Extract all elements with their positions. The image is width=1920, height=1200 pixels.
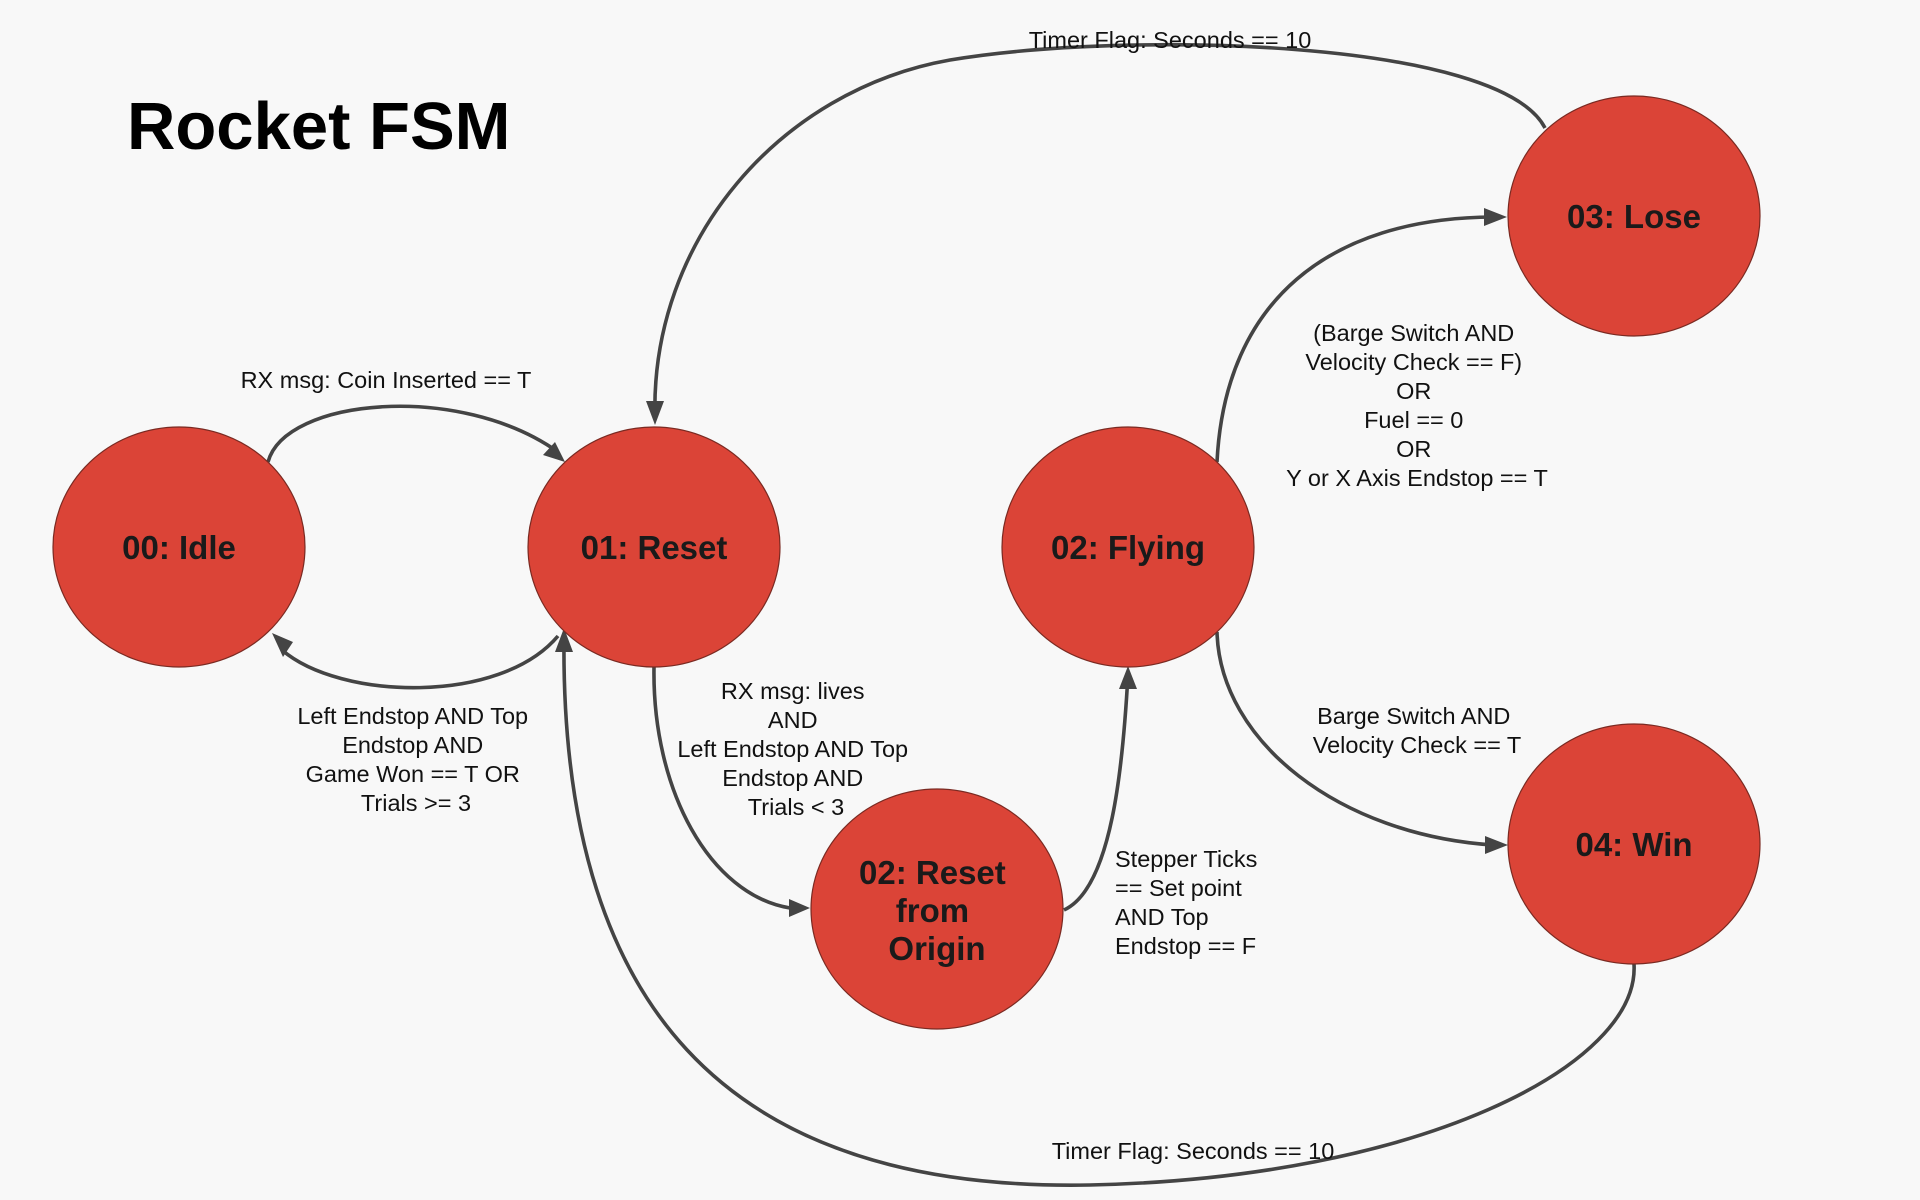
arrowhead-reset-to-reset-origin — [789, 899, 810, 917]
edge-idle-to-reset — [266, 404, 560, 463]
label-line: Timer Flag: Seconds == 10 — [1052, 1138, 1335, 1164]
state-circle — [810, 788, 1064, 1030]
label-lose-to-reset: Timer Flag: Seconds == 10 — [1029, 27, 1312, 53]
label-line: Game Won == T OR — [306, 761, 520, 787]
label-line: Endstop == F — [1115, 933, 1256, 959]
label-line: OR — [1396, 378, 1431, 404]
transition-edges — [266, 42, 1636, 1187]
label-idle-to-reset: RX msg: Coin Inserted == T — [241, 367, 532, 393]
edge-lose-to-reset — [653, 42, 1547, 419]
label-line: Endstop AND — [342, 732, 483, 758]
state-label: 02: Flying — [1051, 529, 1205, 566]
edge-arrowheads — [272, 208, 1508, 917]
label-line: Y or X Axis Endstop == T — [1286, 465, 1548, 491]
label-reset-origin-to-flying: Stepper Ticks == Set point AND Top Endst… — [1115, 846, 1264, 959]
arrowhead-reset-to-idle — [272, 633, 293, 657]
state-label-line: 03: Lose — [1567, 198, 1701, 235]
edge-win-to-reset — [562, 635, 1636, 1187]
arrowhead-lose-to-reset — [646, 401, 664, 425]
arrowhead-flying-to-lose — [1484, 208, 1507, 226]
diagram-title: Rocket FSM — [127, 89, 510, 164]
state-flying: 02: Flying — [1001, 426, 1255, 668]
edge-reset-to-idle — [280, 634, 560, 690]
label-line: Barge Switch AND — [1317, 703, 1510, 729]
state-label-line: from — [896, 892, 969, 929]
state-label-line: 01: Reset — [581, 529, 728, 566]
state-circle — [1507, 95, 1761, 337]
edge-flying-to-lose — [1215, 215, 1494, 463]
label-flying-to-lose: (Barge Switch AND Velocity Check == F) O… — [1286, 320, 1548, 491]
label-line: Stepper Ticks — [1115, 846, 1257, 872]
state-win: 04: Win — [1507, 723, 1761, 965]
edge-reset-origin-to-flying — [1063, 673, 1130, 912]
label-line: Timer Flag: Seconds == 10 — [1029, 27, 1312, 53]
state-lose: 03: Lose — [1507, 95, 1761, 337]
label-line: AND Top — [1115, 904, 1209, 930]
state-label-line: Origin — [888, 930, 985, 967]
label-flying-to-win: Barge Switch AND Velocity Check == T — [1313, 703, 1522, 758]
label-line: Trials >= 3 — [361, 790, 471, 816]
label-reset-to-idle: Left Endstop AND Top Endstop AND Game Wo… — [297, 703, 534, 816]
label-line: Fuel == 0 — [1364, 407, 1463, 433]
state-label: 02: Reset from Origin — [859, 854, 1015, 967]
arrowhead-idle-to-reset — [543, 442, 565, 462]
state-circle — [1001, 426, 1255, 668]
label-line: RX msg: lives — [721, 678, 865, 704]
label-line: Trials < 3 — [748, 794, 844, 820]
state-label: 01: Reset — [581, 529, 728, 566]
label-line: Velocity Check == T — [1313, 732, 1522, 758]
label-line: Endstop AND — [722, 765, 863, 791]
transition-labels: RX msg: Coin Inserted == T Left Endstop … — [241, 27, 1548, 1164]
state-reset-from-origin: 02: Reset from Origin — [810, 788, 1064, 1030]
edge-reset-to-reset-origin — [652, 666, 791, 910]
label-line: RX msg: Coin Inserted == T — [241, 367, 532, 393]
state-label: 03: Lose — [1567, 198, 1701, 235]
state-circle — [1507, 723, 1761, 965]
state-circle — [527, 426, 781, 668]
state-label-line: 00: Idle — [122, 529, 236, 566]
label-line: (Barge Switch AND — [1313, 320, 1514, 346]
fsm-states: 00: Idle 01: Reset 02: Flying 03: Lose 0… — [52, 95, 1761, 1030]
label-line: == Set point — [1115, 875, 1242, 901]
state-label-line: 02: Reset — [859, 854, 1006, 891]
state-reset: 01: Reset — [527, 426, 781, 668]
state-label: 04: Win — [1575, 826, 1692, 863]
label-line: Velocity Check == F) — [1305, 349, 1522, 375]
label-reset-to-reset-origin: RX msg: lives AND Left Endstop AND Top E… — [677, 678, 914, 820]
edge-flying-to-win — [1215, 631, 1494, 847]
label-line: OR — [1396, 436, 1431, 462]
label-line: AND — [768, 707, 818, 733]
label-win-to-reset: Timer Flag: Seconds == 10 — [1052, 1138, 1335, 1164]
state-idle: 00: Idle — [52, 426, 306, 668]
state-label-line: 04: Win — [1575, 826, 1692, 863]
state-label: 00: Idle — [122, 529, 236, 566]
label-line: Left Endstop AND Top — [677, 736, 908, 762]
arrowhead-reset-origin-to-flying — [1119, 666, 1137, 689]
label-line: Left Endstop AND Top — [297, 703, 528, 729]
arrowhead-win-to-reset — [555, 628, 573, 652]
state-circle — [52, 426, 306, 668]
arrowhead-flying-to-win — [1485, 836, 1508, 854]
state-label-line: 02: Flying — [1051, 529, 1205, 566]
